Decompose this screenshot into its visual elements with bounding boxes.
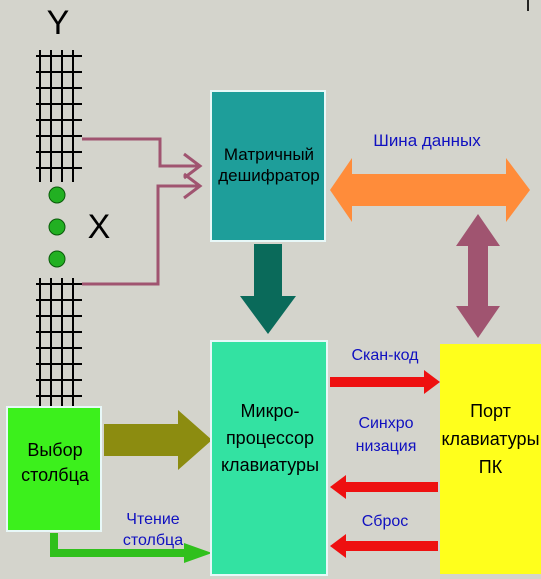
y-axis-label: Y [46, 4, 70, 42]
reset-arrow [330, 534, 438, 558]
sync-label: Синхро низация [355, 415, 417, 456]
matrix-to-decoder-wire-bottom [82, 172, 203, 286]
decoder-label: Матричный дешифратор [218, 145, 320, 186]
corner-mark: I [525, 0, 531, 15]
key-dot [48, 218, 66, 236]
microprocessor-label: Микро- процессор клавиатуры [220, 401, 319, 475]
bus-to-port-arrow [456, 214, 500, 338]
port-label: Порт клавиатуры ПК [441, 401, 540, 477]
key-dot [48, 250, 66, 268]
key-dots [48, 186, 66, 268]
key-matrix-lower [36, 278, 82, 408]
column-select-arrow [104, 410, 212, 470]
key-matrix-upper [36, 50, 82, 182]
x-axis-label: X [87, 208, 111, 246]
column-select-block [6, 406, 102, 532]
scan-code-arrow [330, 370, 440, 394]
matrix-to-decoder-wire-top [82, 137, 203, 180]
data-bus-arrow [330, 158, 530, 222]
column-read-arrowhead [184, 543, 212, 563]
scan-code-label: Скан-код [351, 347, 419, 364]
keyboard-port-block [440, 344, 541, 574]
reset-label: Сброс [361, 513, 409, 530]
matrix-decoder-block [210, 90, 326, 242]
microprocessor-block [210, 340, 328, 576]
sync-arrow [330, 475, 438, 499]
key-dot [48, 186, 66, 204]
data-bus-label: Шина данных [373, 131, 481, 150]
column-read-arrow [50, 533, 186, 557]
column-read-label: Чтение столбца [122, 511, 184, 549]
decoder-to-mcu-arrow [240, 244, 296, 334]
column-select-label: Выбор столбца [21, 440, 89, 486]
